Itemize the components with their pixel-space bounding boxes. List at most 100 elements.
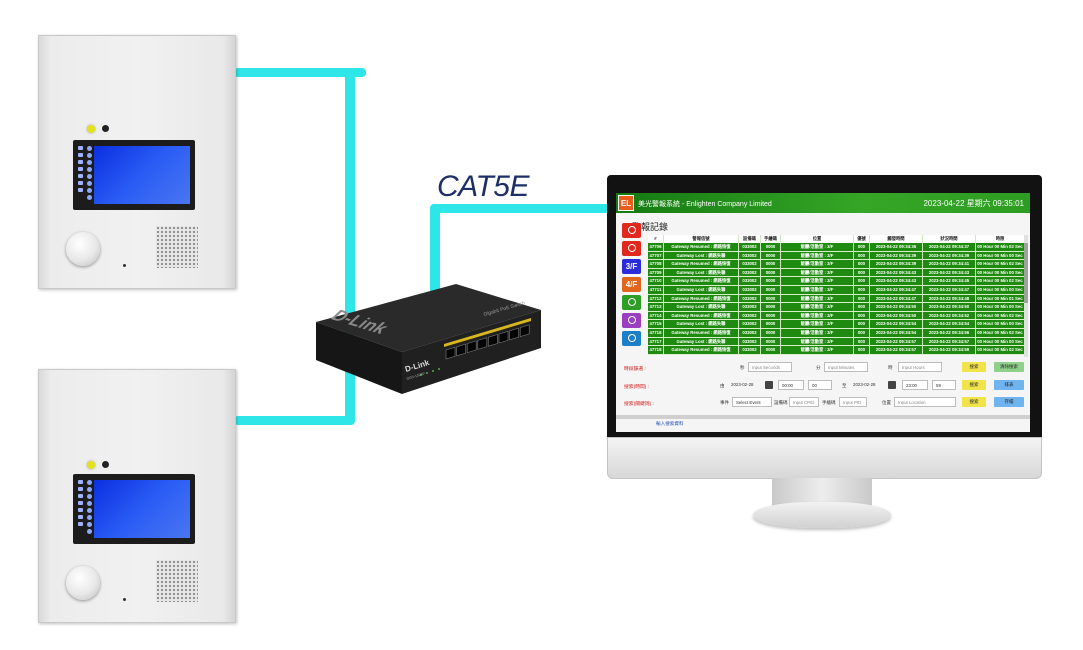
table-cell: 00 Hour 00 Min 02 Sec	[977, 261, 1023, 267]
cpid-input[interactable]: Input CPID	[789, 397, 819, 407]
column-header[interactable]: #	[648, 235, 664, 243]
column-header[interactable]: 手繪碼	[761, 235, 781, 243]
table-cell: 47714	[648, 311, 664, 320]
table-cell: 飯廳/活動室 : 3/F	[781, 320, 854, 328]
speaker-icon[interactable]	[622, 295, 641, 310]
to-hour-select[interactable]: 23:00	[902, 380, 928, 390]
time-search-button[interactable]: 搜索	[962, 380, 986, 390]
report-button[interactable]: 排表	[994, 380, 1024, 390]
table-cell: 飯廳/活動室 : 3/F	[781, 337, 854, 346]
table-cell: 0000	[761, 260, 781, 268]
lcd-display	[94, 146, 190, 204]
table-cell: 0000	[761, 346, 781, 354]
cpid-label: 設備碼	[774, 400, 788, 405]
table-cell: 0000	[761, 328, 781, 337]
intercom-screen	[73, 140, 195, 210]
table-cell: Gateway Resumed : 網路恢復	[664, 328, 739, 337]
to-date-input[interactable]: 2023-02-28	[853, 382, 876, 387]
reset-clock-icon[interactable]	[622, 241, 641, 256]
alarm-bell-icon[interactable]	[622, 223, 641, 238]
table-cell: 2023-04-22 09:34:59	[923, 346, 976, 354]
floor-icon[interactable]: 3/F	[622, 259, 641, 274]
clear-search-button[interactable]: 清除搜索	[994, 362, 1024, 372]
column-header[interactable]: 狀況時間	[923, 235, 976, 243]
table-cell: 飯廳/活動室 : 3/F	[781, 294, 854, 303]
column-header[interactable]: 位置	[781, 235, 854, 243]
from-hour-select[interactable]: 00:00	[778, 380, 804, 390]
cable-label: CAT5E	[437, 170, 529, 203]
from-date-input[interactable]: 2023-02-28	[731, 382, 754, 387]
table-cell: 飯廳/活動室 : 3/F	[781, 243, 854, 251]
table-cell: 2023-04-22 09:34:54	[870, 328, 923, 337]
app-datetime: 2023-04-22 星期六 09:35:01	[923, 199, 1024, 208]
cable-bottom-horizontal	[234, 416, 355, 425]
table-cell: 000	[854, 277, 870, 285]
table-cell: 47708	[648, 260, 664, 268]
table-cell: 033002	[739, 251, 761, 260]
filter-panel: 時段篩選 : 秒 Input Seconds 分 Input Minutes 時…	[616, 359, 1030, 432]
table-cell: Gateway Resumed : 網路恢復	[664, 277, 739, 285]
column-header[interactable]: 優號	[854, 235, 870, 243]
table-cell: 00 Hour 00 Min 02 Sec	[977, 329, 1023, 335]
record-icon[interactable]	[622, 331, 641, 346]
table-cell: 000	[854, 337, 870, 346]
monitor-stand-base	[753, 502, 891, 528]
column-header[interactable]: 警報信號	[664, 235, 739, 243]
switch-front-face	[402, 310, 541, 394]
calendar-icon[interactable]	[765, 381, 773, 389]
cable-switch-riser	[430, 206, 440, 302]
status-led	[87, 461, 95, 469]
table-cell: 2023-04-22 09:34:57	[870, 337, 923, 346]
to-minute-select[interactable]: 59	[932, 380, 956, 390]
column-header[interactable]: 設備碼	[739, 235, 761, 243]
table-cell: 47715	[648, 320, 664, 328]
hours-input[interactable]: Input Hours	[898, 362, 942, 372]
table-cell: 2023-04-22 09:34:37	[923, 243, 976, 251]
table-cell: 2023-04-22 09:34:54	[923, 320, 976, 328]
table-scrollbar[interactable]	[1024, 235, 1028, 357]
hours-label: 時	[888, 365, 893, 370]
calendar-icon[interactable]	[888, 381, 896, 389]
table-cell: 2023-04-22 09:34:56	[923, 328, 976, 337]
call-knob-button[interactable]	[66, 232, 100, 266]
save-button[interactable]: 存檔	[994, 397, 1024, 407]
keyword-search-button[interactable]: 搜索	[962, 397, 986, 407]
floor-icon[interactable]: 4/F	[622, 277, 641, 292]
column-header[interactable]: 觸發時間	[870, 235, 923, 243]
monitor-stand-neck	[772, 478, 872, 506]
settings-icon[interactable]	[622, 313, 641, 328]
table-cell: 2023-04-22 09:34:54	[870, 320, 923, 328]
table-cell: 2023-04-22 09:34:43	[870, 277, 923, 285]
duration-search-button[interactable]: 搜索	[962, 362, 986, 372]
seconds-input[interactable]: Input Seconds	[748, 362, 792, 372]
table-cell: 00 Hour 00 Min 02 Sec	[977, 244, 1023, 249]
intercom-panel-bottom	[38, 369, 236, 623]
column-header[interactable]: 時限	[995, 236, 1005, 241]
table-cell: 033002	[739, 243, 761, 251]
table-cell: 2023-04-22 09:34:50	[870, 311, 923, 320]
location-input[interactable]: Input Location	[894, 397, 956, 407]
pid-label: 手繪碼	[822, 400, 836, 405]
ethernet-port	[477, 337, 488, 350]
screen-side-icons	[76, 146, 86, 204]
call-knob-button[interactable]	[66, 566, 100, 600]
minutes-input[interactable]: Input Minutes	[824, 362, 868, 372]
from-minute-select[interactable]: 00	[808, 380, 832, 390]
table-cell: 00 Hour 00 Min 00 Sec	[977, 338, 1023, 344]
pid-input[interactable]: Input PID	[839, 397, 867, 407]
event-select[interactable]: Select Event	[732, 397, 772, 407]
